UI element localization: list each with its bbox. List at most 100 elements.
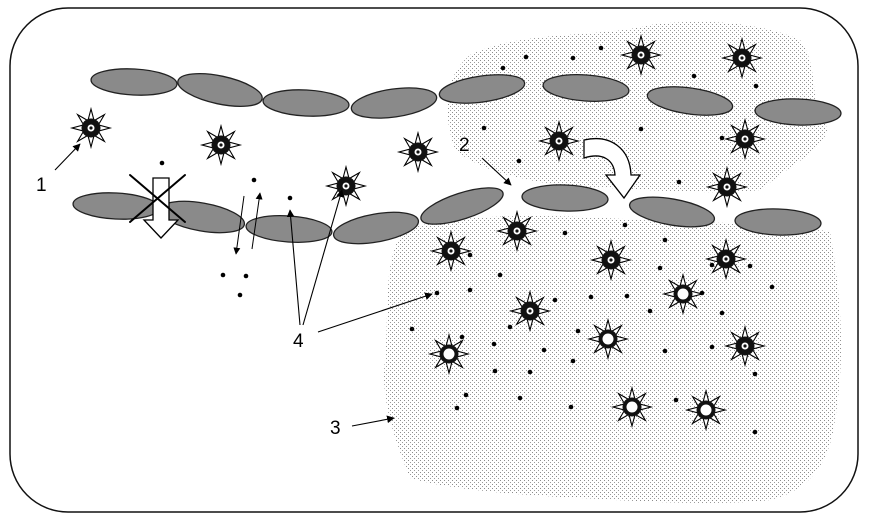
particle-dot [497, 272, 503, 278]
leukocyte-icon [661, 272, 705, 316]
particle-dot [570, 55, 576, 61]
particle-dot [251, 177, 257, 183]
endothelial-cell [646, 86, 734, 116]
leukocyte-icon [723, 324, 767, 368]
particle-dot [467, 287, 473, 293]
particle-dot [657, 265, 663, 271]
leukocyte-icon [427, 332, 471, 376]
pointer-2 [481, 157, 512, 186]
particle-dot [459, 334, 465, 340]
blocked-transport-arrow-icon [142, 177, 180, 239]
label-4: 4 [293, 331, 304, 352]
molecule-particles [159, 45, 775, 435]
particle-dot [709, 262, 715, 268]
endothelial-cell [754, 98, 842, 126]
particle-dot [527, 369, 533, 375]
label-3: 3 [330, 418, 341, 439]
particle-dot [562, 230, 568, 236]
endothelial-cell [521, 184, 609, 212]
endothelial-cell [420, 187, 504, 225]
particle-dot [481, 125, 487, 131]
leukocyte-icon [586, 317, 630, 361]
pointer-4a [286, 209, 301, 326]
particle-dot [491, 341, 497, 347]
particle-dot [598, 45, 604, 51]
particle-dot [287, 195, 293, 201]
leukocyte-icon [324, 164, 368, 208]
leukocytes [69, 33, 767, 432]
endothelial-cell [332, 211, 420, 245]
leukocyte-icon [619, 33, 663, 77]
pointer-3 [351, 415, 395, 427]
leukocyte-icon [704, 237, 748, 281]
label-2: 2 [459, 135, 470, 156]
particle-dot [676, 179, 682, 185]
particle-dot [220, 272, 226, 278]
particle-dot [237, 292, 243, 298]
particle-dot [492, 368, 498, 374]
leukocyte-icon [69, 106, 113, 150]
particle-dot [624, 293, 630, 299]
leukocyte-icon [537, 119, 581, 163]
leukocyte-icon [396, 130, 440, 174]
endothelial-cell [350, 87, 438, 119]
particle-dot [752, 429, 758, 435]
particle-dot [541, 347, 547, 353]
leukocyte-icon [508, 289, 552, 333]
tissue-region-lower [384, 216, 842, 504]
particle-dot [662, 237, 668, 243]
endothelial-cell [542, 74, 630, 102]
leukocyte-icon [589, 238, 633, 282]
particle-dot [622, 222, 628, 228]
particle-dot [662, 348, 668, 354]
particle-dot [467, 252, 473, 258]
endothelial-cell [90, 68, 178, 96]
particle-dot [523, 54, 529, 60]
particle-dot [552, 297, 558, 303]
particle-dot [709, 344, 715, 350]
leukocyte-icon [720, 36, 764, 80]
particle-dot [753, 83, 759, 89]
endothelial-cell [628, 196, 716, 228]
particle-dot [647, 308, 653, 314]
leukocyte-icon [610, 385, 654, 429]
particle-dot [454, 405, 460, 411]
endothelial-cell [734, 208, 822, 236]
particle-dot [568, 404, 574, 410]
leukocyte-icon [199, 123, 243, 167]
leukocyte-icon [495, 209, 539, 253]
particle-dot [747, 263, 753, 269]
particle-dot [507, 324, 513, 330]
pointer-4c [317, 292, 433, 333]
leukocyte-icon [429, 229, 473, 273]
cross-mark-icon [129, 174, 186, 223]
particle-dot [159, 160, 165, 166]
leukocyte-icon [705, 165, 749, 209]
particle-dot [434, 290, 440, 296]
particle-dot [516, 158, 522, 164]
particle-dot [409, 326, 415, 332]
particle-dot [463, 392, 469, 398]
leukocyte-icon [723, 117, 767, 161]
particle-dot [243, 273, 249, 279]
particle-dot [719, 310, 725, 316]
particle-dot [517, 395, 523, 401]
particle-dot [588, 294, 594, 300]
particle-dot [673, 397, 679, 403]
curved-transport-arrow-icon [583, 138, 642, 200]
particle-dot [575, 328, 581, 334]
pointer-1 [54, 143, 81, 171]
particle-dot [570, 358, 576, 364]
endothelial-cell [262, 89, 350, 117]
particle-dot [769, 284, 775, 290]
leukocyte-icon [684, 388, 728, 432]
particle-dot [691, 73, 697, 79]
endothelial-cell [177, 72, 263, 108]
particle-dot [719, 135, 725, 141]
particle-dot [500, 65, 506, 71]
upper-vessel-wall [90, 68, 842, 126]
endothelial-cell [438, 74, 526, 104]
label-pointers [54, 143, 512, 427]
label-1: 1 [36, 175, 47, 196]
